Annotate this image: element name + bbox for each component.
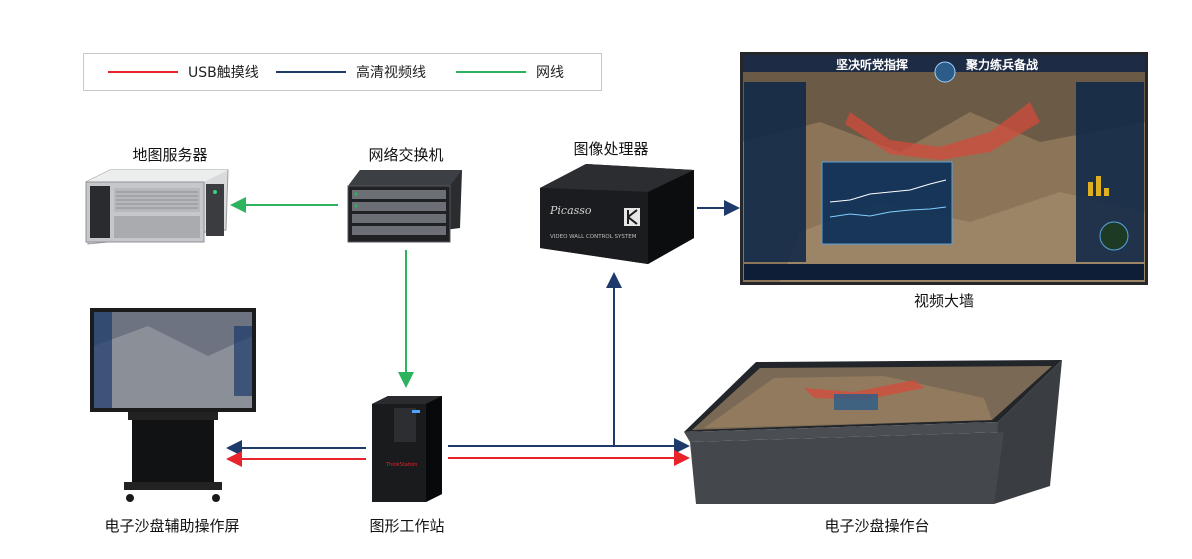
- legend-swatch-network: [456, 71, 526, 73]
- processor-brand-text: Picasso: [549, 204, 592, 217]
- aux-screen-device: [90, 308, 256, 502]
- legend: USB触摸线 高清视频线 网线: [83, 53, 602, 91]
- label-map-server: 地图服务器: [132, 146, 208, 164]
- legend-label-usb: USB触摸线: [188, 65, 259, 81]
- legend-item-network: 网线: [456, 54, 564, 90]
- legend-item-hd-video: 高清视频线: [276, 54, 426, 90]
- processor-model-text: VIDEO WALL CONTROL SYSTEM: [550, 234, 637, 240]
- image-processor-device: Picasso VIDEO WALL CONTROL SYSTEM: [540, 164, 694, 264]
- label-image-processor: 图像处理器: [573, 140, 649, 158]
- legend-label-hd-video: 高清视频线: [356, 65, 426, 81]
- processor-logo-icon: [624, 208, 640, 226]
- legend-swatch-hd-video: [276, 71, 346, 73]
- network-switch-device: [347, 170, 462, 243]
- wall-title-right: 聚力练兵备战: [965, 57, 1038, 72]
- label-sand-table: 电子沙盘操作台: [824, 517, 930, 535]
- sand-table-device: [684, 360, 1062, 504]
- label-workstation: 图形工作站: [369, 517, 445, 535]
- label-network-switch: 网络交换机: [368, 146, 444, 164]
- video-wall-screen: 坚决听党指挥 聚力练兵备战: [740, 52, 1148, 285]
- wall-title-left: 坚决听党指挥: [836, 57, 908, 72]
- label-video-wall: 视频大墙: [913, 292, 975, 310]
- workstation-brand-text: ThinkStation: [385, 462, 417, 468]
- legend-label-network: 网线: [536, 65, 564, 81]
- map-server-device: [85, 169, 229, 245]
- legend-item-usb: USB触摸线: [108, 54, 259, 90]
- label-aux-screen: 电子沙盘辅助操作屏: [104, 517, 240, 535]
- legend-swatch-usb: [108, 71, 178, 73]
- workstation-device: ThinkStation: [372, 396, 442, 502]
